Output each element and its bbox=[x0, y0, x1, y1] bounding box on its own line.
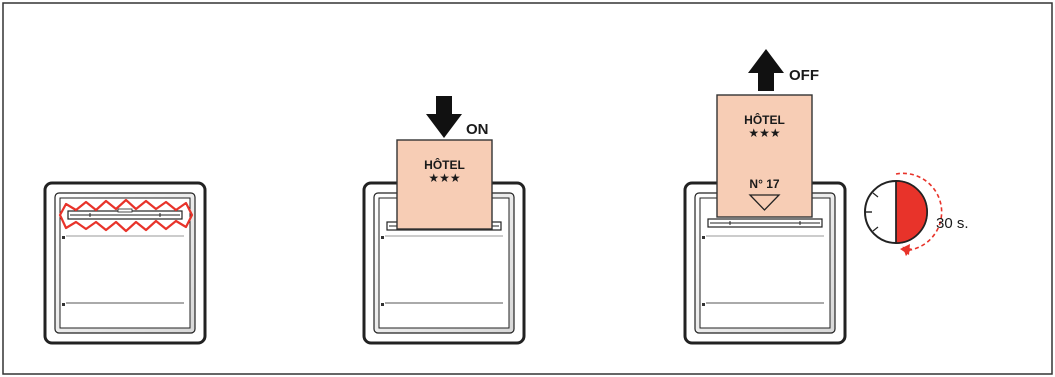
card-slot bbox=[67, 208, 183, 220]
card-room-number: N° 17 bbox=[749, 177, 779, 191]
card-title: HÔTEL bbox=[744, 112, 785, 127]
card-title: HÔTEL bbox=[424, 157, 465, 172]
action-label-on: ON bbox=[466, 121, 489, 138]
card-switch-frame bbox=[43, 181, 207, 345]
hotel-key-card: HÔTEL ★★★ N° 17 bbox=[716, 94, 813, 218]
timer-icon bbox=[864, 172, 943, 257]
card-stars: ★★★ bbox=[748, 126, 780, 140]
action-label-off: OFF bbox=[789, 67, 819, 84]
arrow-down-icon bbox=[426, 96, 462, 138]
hotel-key-card: HÔTEL ★★★ bbox=[396, 139, 493, 230]
timer-label: 30 s. bbox=[936, 215, 969, 232]
panel-idle bbox=[43, 181, 207, 345]
card-stars: ★★★ bbox=[428, 171, 460, 185]
triangle-down-icon bbox=[748, 194, 781, 211]
panel-insert: HÔTEL ★★★ ON bbox=[362, 96, 526, 345]
arrow-up-icon bbox=[748, 49, 784, 91]
slot-highlight-glow bbox=[58, 198, 194, 233]
panel-remove: HÔTEL ★★★ N° 17 OFF 30 s. bbox=[683, 49, 969, 345]
card-switch-frame bbox=[683, 181, 847, 345]
